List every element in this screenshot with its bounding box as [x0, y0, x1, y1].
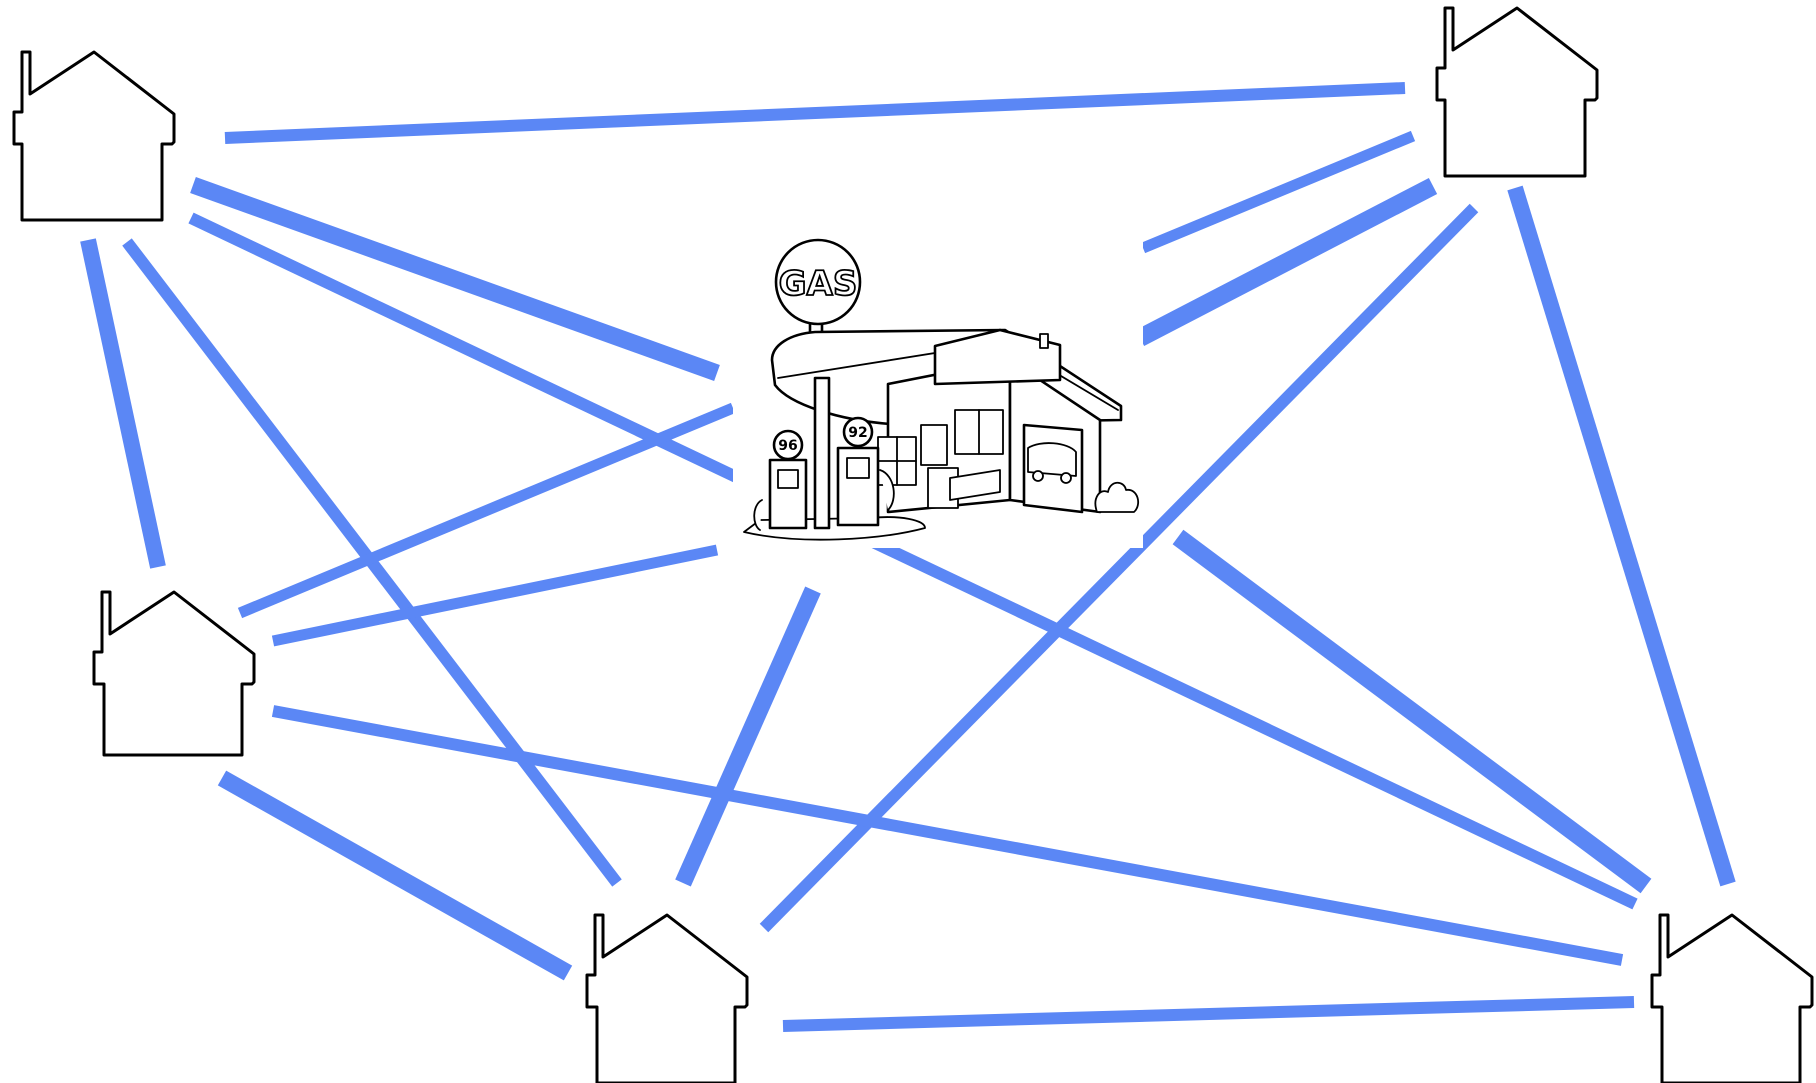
edge-topright-station-thick	[1140, 186, 1433, 338]
edge-midleft-station-upper	[240, 408, 733, 613]
edge-topright-station-medium	[1143, 136, 1413, 248]
edge-station-bottommiddle	[683, 590, 813, 883]
edge-midleft-bottommiddle	[222, 778, 568, 973]
edge-topright-bottomright	[1515, 188, 1728, 884]
pump-left-label: 96	[778, 438, 797, 454]
house-top-left-icon	[14, 52, 174, 220]
house-bottom-middle-icon	[587, 915, 747, 1083]
gas-sign-text: GAS	[779, 264, 858, 304]
edge-topleft-midleft	[88, 240, 158, 567]
house-mid-left-icon	[94, 592, 254, 755]
edge-topleft-topright	[225, 88, 1405, 138]
edge-station-bottomright	[1178, 537, 1646, 886]
house-top-right-icon	[1437, 8, 1597, 176]
pump-right-label: 92	[848, 425, 867, 441]
gas-station-icon: GAS	[733, 228, 1143, 548]
edge-midleft-station-lower	[273, 550, 717, 641]
edge-bottommiddle-bottomright	[783, 1002, 1634, 1026]
house-bottom-right-icon	[1652, 915, 1812, 1083]
